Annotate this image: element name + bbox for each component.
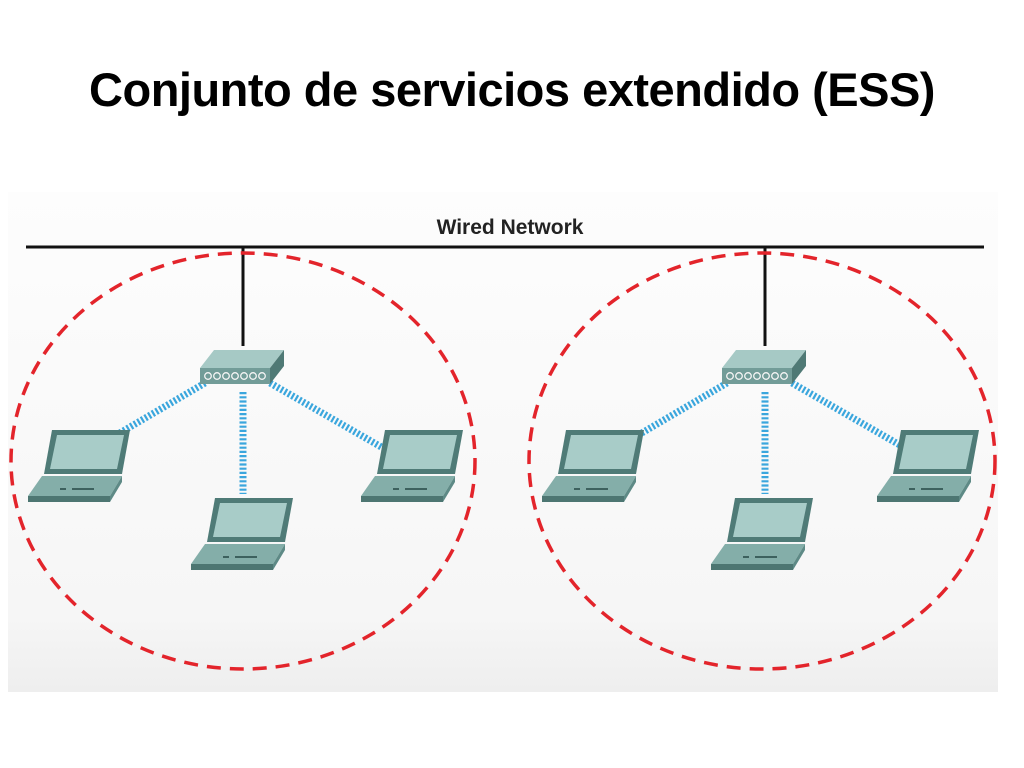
bss-boundary-right	[527, 251, 997, 671]
wireless-link	[790, 379, 907, 452]
diagram-panel	[8, 192, 998, 692]
laptop-icon	[191, 498, 293, 570]
bss-boundary-left	[9, 251, 477, 671]
laptop-icon	[542, 430, 644, 502]
wireless-link	[116, 379, 207, 438]
wireless-link	[268, 379, 385, 452]
laptop-icon	[28, 430, 130, 502]
laptop-icon	[711, 498, 813, 570]
laptop-icon	[361, 430, 463, 502]
access-point-right	[721, 349, 807, 385]
wired-network-label: Wired Network	[437, 216, 584, 239]
access-point-left	[199, 349, 285, 385]
slide-title: Conjunto de servicios extendido (ESS)	[89, 63, 935, 116]
wireless-link	[638, 379, 729, 438]
laptop-icon	[877, 430, 979, 502]
